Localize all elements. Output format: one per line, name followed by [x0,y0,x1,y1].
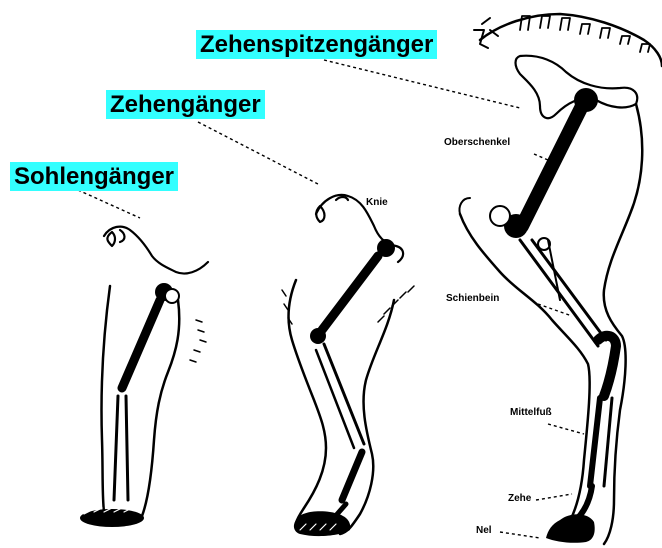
leader-hoof [500,532,540,538]
label-toe: Zehe [508,494,531,504]
label-hoof: Nel [476,526,492,536]
leader-plantigrade [78,190,140,218]
digitigrade-paw [294,511,350,536]
unguligrade-spine [480,14,662,66]
unguligrade-leg [459,14,662,544]
label-plantigrade: Sohlengänger [10,162,178,191]
digitigrade-femur [322,256,378,330]
label-femur: Oberschenkel [444,138,510,148]
plantigrade-skin [101,286,110,512]
label-unguligrade-text: Zehenspitzengänger [200,31,433,58]
leader-femur [534,154,548,160]
digitigrade-tibia [324,344,364,444]
digitigrade-skin [289,280,326,532]
label-digitigrade: Zehengänger [106,90,265,119]
leader-lines [78,60,584,538]
label-metatarsus: Mittelfuß [510,408,552,418]
plantigrade-tibia [114,396,118,500]
leader-metatarsus [548,424,584,434]
label-unguligrade: Zehenspitzengänger [196,30,437,59]
leader-digitigrade [198,122,318,184]
label-knee: Knie [366,198,388,208]
unguligrade-femur [522,98,586,226]
leader-toe [536,494,572,500]
unguligrade-metatarsus [590,398,600,486]
label-plantigrade-text: Sohlengänger [14,163,174,190]
plantigrade-pelvis [104,227,208,274]
label-tibia: Schienbein [446,294,499,304]
plantigrade-femur [122,300,160,388]
unguligrade-skin [460,214,590,528]
digitigrade-leg [282,195,414,536]
leader-unguligrade [324,60,520,108]
label-digitigrade-text: Zehengänger [110,91,261,118]
plantigrade-leg [80,227,208,527]
